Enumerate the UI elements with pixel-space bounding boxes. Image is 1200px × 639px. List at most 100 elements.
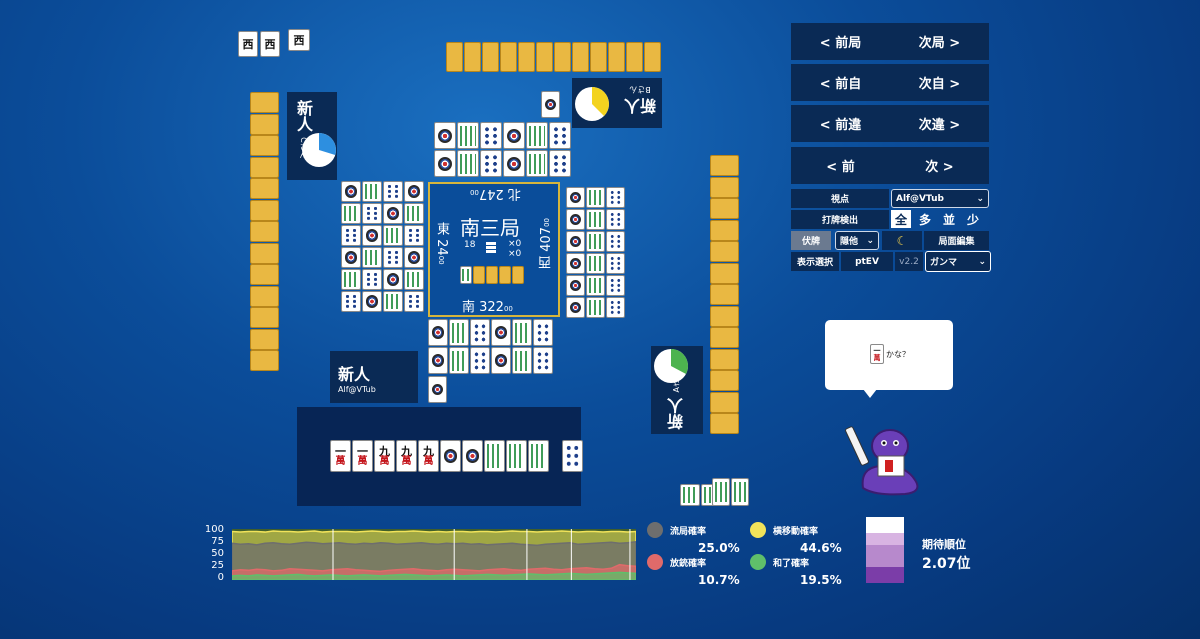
discard-tile	[549, 150, 571, 177]
discard-tile	[512, 347, 532, 374]
player-box-right: 新人 Aさん	[651, 346, 703, 434]
hand-tile[interactable]: 九萬	[374, 440, 395, 472]
score-west-value: 西 407	[539, 226, 554, 269]
detect-option-all[interactable]: 全	[891, 210, 911, 228]
tile-back	[250, 156, 279, 178]
dead-wall-back	[473, 266, 485, 284]
tile-back	[590, 42, 607, 72]
discard-tile	[533, 319, 553, 346]
tile-back	[710, 305, 739, 327]
chevron-down-icon: ⌄	[976, 193, 984, 204]
score-north-small: 00	[470, 188, 479, 196]
next-button[interactable]: 次 >	[925, 160, 954, 175]
gamma-select[interactable]: ガンマ ⌄	[925, 251, 991, 272]
honba-count: 18	[464, 240, 476, 250]
discard-tile	[491, 319, 511, 346]
houjuu-legend-dot	[647, 554, 663, 570]
discard-tile	[362, 225, 382, 246]
prev-round-button[interactable]: < 前局	[819, 36, 862, 51]
hand-tile[interactable]: 一萬	[352, 440, 373, 472]
discard-tile	[606, 209, 625, 230]
detect-option-normal[interactable]: 並	[942, 212, 955, 227]
hand-tile[interactable]	[528, 440, 549, 472]
score-south-value: 南 322	[462, 300, 504, 315]
tile-back	[710, 155, 739, 176]
discard-tile	[341, 225, 361, 246]
prev-diff-button[interactable]: < 前違	[819, 118, 862, 133]
tile-suit: 萬	[401, 455, 412, 467]
discard-tile	[362, 291, 382, 312]
hand-tile[interactable]	[484, 440, 505, 472]
next-diff-button[interactable]: 次違 >	[918, 118, 961, 133]
discard-tile	[586, 253, 605, 274]
detect-option-many[interactable]: 多	[918, 212, 931, 227]
tile-back	[710, 348, 739, 370]
player-box-top: 新人 Bさん	[572, 78, 662, 128]
moon-icon[interactable]: ☾	[882, 231, 922, 250]
discard-tile	[434, 122, 456, 149]
hand-tile[interactable]	[562, 440, 583, 472]
discard-tile	[566, 209, 585, 230]
detect-option-few[interactable]: 少	[966, 212, 979, 227]
tile-back	[250, 92, 279, 113]
ptev-button[interactable]: ptEV	[841, 252, 893, 271]
prev-self-button[interactable]: < 前自	[819, 77, 862, 92]
discard-tile	[586, 275, 605, 296]
tile-back	[644, 42, 661, 72]
discard-tile	[383, 247, 403, 268]
speech-bubble-tail	[863, 389, 877, 398]
discard-tile	[533, 347, 553, 374]
tile-back	[626, 42, 643, 72]
discard-detect-label: 打牌検出	[791, 210, 889, 229]
prev-button[interactable]: < 前	[826, 160, 855, 175]
yokoido-legend-dot	[750, 522, 766, 538]
hora-legend-dot	[750, 554, 766, 570]
center-info: 北 24700 南三局 18 ×0 ×0 東 2400 西 40700 南 32…	[428, 182, 560, 317]
hora-value: 19.5%	[800, 573, 842, 587]
tile-back	[250, 199, 279, 221]
pie-icon-right	[654, 349, 688, 383]
tile-back	[250, 285, 279, 307]
stick-icon	[486, 242, 496, 245]
hand-tile[interactable]: 九萬	[396, 440, 417, 472]
discard-tile	[586, 231, 605, 252]
next-round-button[interactable]: 次局 >	[918, 36, 961, 51]
discard-tile	[566, 231, 585, 252]
player-name-top: 新人	[623, 96, 656, 115]
discard-tile	[404, 203, 424, 224]
tile-back	[710, 413, 739, 434]
hand-tile[interactable]: 一萬	[330, 440, 351, 472]
hand-tile[interactable]	[462, 440, 483, 472]
discard-tile	[566, 297, 585, 318]
viewpoint-select[interactable]: Alf@VTub ⌄	[891, 189, 989, 208]
discard-tile	[383, 225, 403, 246]
tile-suit: 萬	[335, 455, 346, 467]
discard-tile	[457, 122, 479, 149]
discard-tile	[341, 181, 361, 202]
top-left-tile-1: 西	[238, 31, 258, 57]
tile-number: 九	[423, 444, 434, 458]
tile-back	[536, 42, 553, 72]
speech-tile: 一 萬	[870, 344, 884, 364]
top-left-tile-3: 西	[288, 29, 310, 51]
discard-tile	[480, 150, 502, 177]
next-self-button[interactable]: 次自 >	[918, 77, 961, 92]
ryukyoku-value: 25.0%	[698, 541, 740, 555]
score-south-small: 00	[503, 305, 513, 313]
display-select-button[interactable]: 表示選択	[791, 252, 839, 271]
edit-position-button[interactable]: 局面編集	[924, 231, 989, 250]
discard-tile	[586, 187, 605, 208]
houjuu-value: 10.7%	[698, 573, 740, 587]
hand-tile[interactable]	[506, 440, 527, 472]
hidden-select[interactable]: 隠他 ⌄	[835, 231, 879, 250]
discard-tile	[404, 247, 424, 268]
tile-back	[482, 42, 499, 72]
tile-back	[710, 327, 739, 348]
discard-tile	[404, 181, 424, 202]
version-label: v2.2	[895, 252, 923, 271]
hand-tile[interactable]	[440, 440, 461, 472]
tile-back	[710, 391, 739, 413]
discard-tile	[341, 203, 361, 224]
hand-tile[interactable]: 九萬	[418, 440, 439, 472]
score-south: 南 32200	[462, 296, 513, 315]
